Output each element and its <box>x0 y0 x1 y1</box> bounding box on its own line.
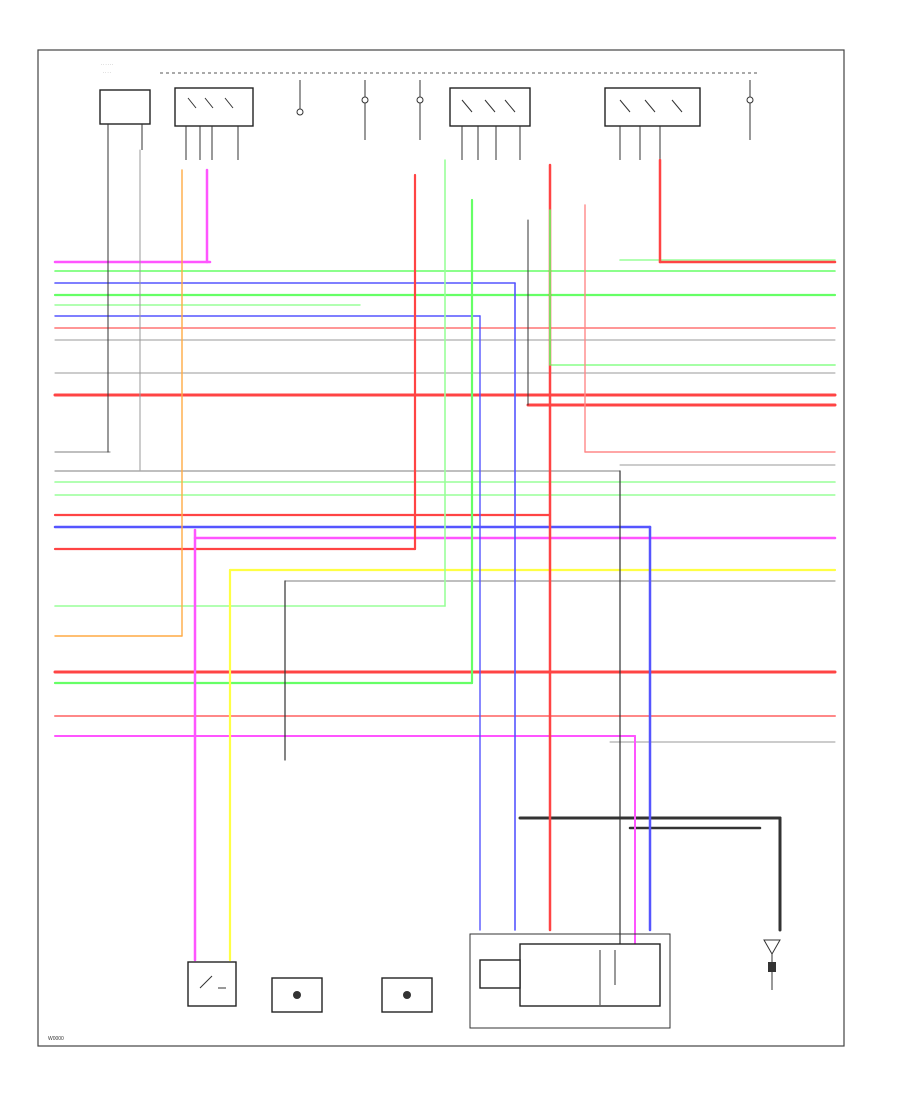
bottom-actuator-assembly <box>469 933 671 1029</box>
fuse-symbols <box>296 80 754 140</box>
bottom-sensor-2 <box>381 977 433 1013</box>
bottom-right-ground-component <box>763 939 781 990</box>
vertical-wire-bundle <box>107 149 782 962</box>
svg-text:. . . .: . . . . <box>103 69 111 74</box>
top-relay-2 <box>449 87 531 160</box>
top-relay-1 <box>174 87 254 160</box>
diagram-frame <box>37 49 845 1047</box>
svg-text:. . . . . .: . . . . . . <box>101 61 113 66</box>
top-left-component: . . . . . . . . . . <box>99 61 151 150</box>
bottom-switch-component <box>187 961 237 1007</box>
bottom-sensor-1 <box>271 977 323 1013</box>
page-code: W0000 <box>48 1036 64 1042</box>
top-relay-3 <box>604 87 701 160</box>
